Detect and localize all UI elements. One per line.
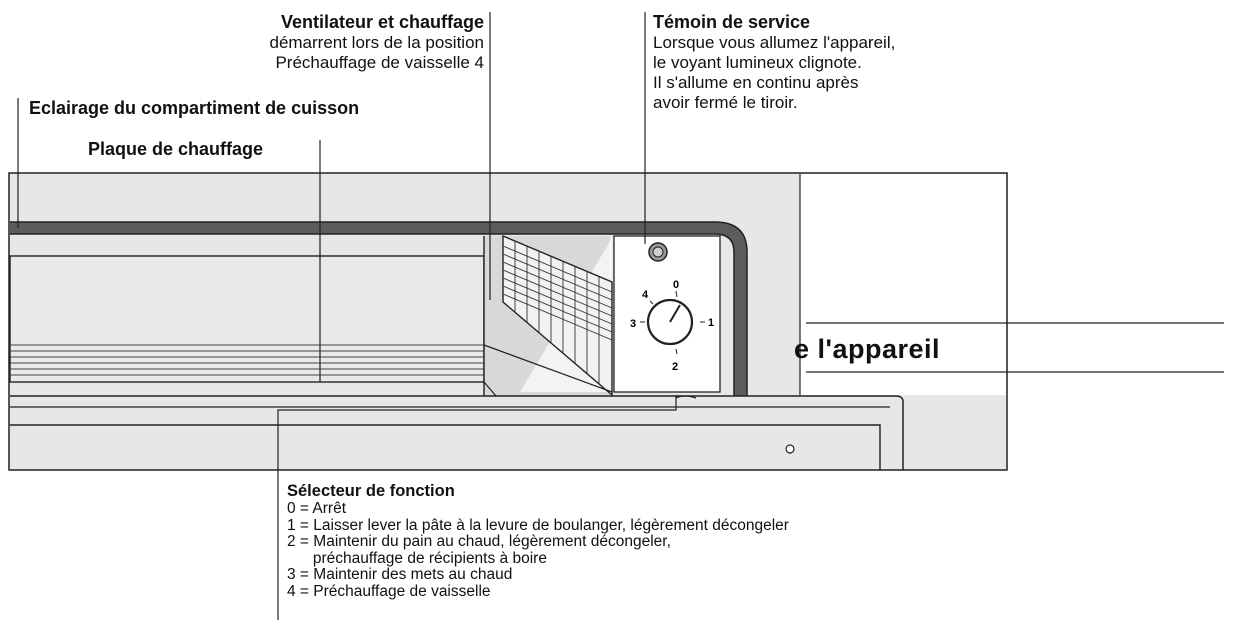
cavity-lighting-label: Eclairage du compartiment de cuisson bbox=[29, 98, 360, 118]
side-heading: e l'appareil bbox=[794, 334, 940, 364]
service-indicator-line-4: avoir fermé le tiroir. bbox=[653, 93, 798, 112]
service-indicator-title: Témoin de service bbox=[653, 12, 811, 32]
drawer-screw bbox=[785, 444, 795, 454]
selector-option-4: 4 = Préchauffage de vaisselle bbox=[287, 582, 491, 600]
dial-mark-3: 3 bbox=[630, 318, 636, 330]
selector-option-1: 1 = Laisser lever la pâte à la levure de… bbox=[287, 516, 789, 534]
fan-heating-line-2: Préchauffage de vaisselle 4 bbox=[275, 53, 484, 72]
selector-option-3: 3 = Maintenir des mets au chaud bbox=[287, 566, 513, 583]
dial-mark-2: 2 bbox=[672, 361, 678, 373]
fan-grille bbox=[502, 234, 613, 397]
dial-mark-0: 0 bbox=[673, 279, 679, 291]
drawer-front bbox=[10, 395, 904, 470]
right-white-area bbox=[800, 174, 1006, 395]
function-selector-legend: Sélecteur de fonction 0 = Arrêt 1 = Lais… bbox=[287, 482, 789, 600]
dial-mark-1: 1 bbox=[708, 317, 714, 329]
fan-heating-title: Ventilateur et chauffage bbox=[280, 12, 484, 32]
function-selector-title: Sélecteur de fonction bbox=[287, 482, 455, 500]
dial-mark-4: 4 bbox=[642, 289, 649, 301]
selector-option-0: 0 = Arrêt bbox=[287, 500, 347, 517]
service-indicator-line-3: Il s'allume en continu après bbox=[653, 73, 859, 92]
selector-option-2: 2 = Maintenir du pain au chaud, légèreme… bbox=[287, 533, 671, 550]
service-indicator-line-1: Lorsque vous allumez l'appareil, bbox=[653, 33, 896, 52]
selector-option-2-cont: préchauffage de récipients à boire bbox=[287, 549, 547, 567]
fan-heating-line-1: démarrent lors de la position bbox=[269, 33, 484, 52]
heating-plate-label: Plaque de chauffage bbox=[88, 139, 264, 159]
service-indicator-line-2: le voyant lumineux clignote. bbox=[653, 53, 862, 72]
